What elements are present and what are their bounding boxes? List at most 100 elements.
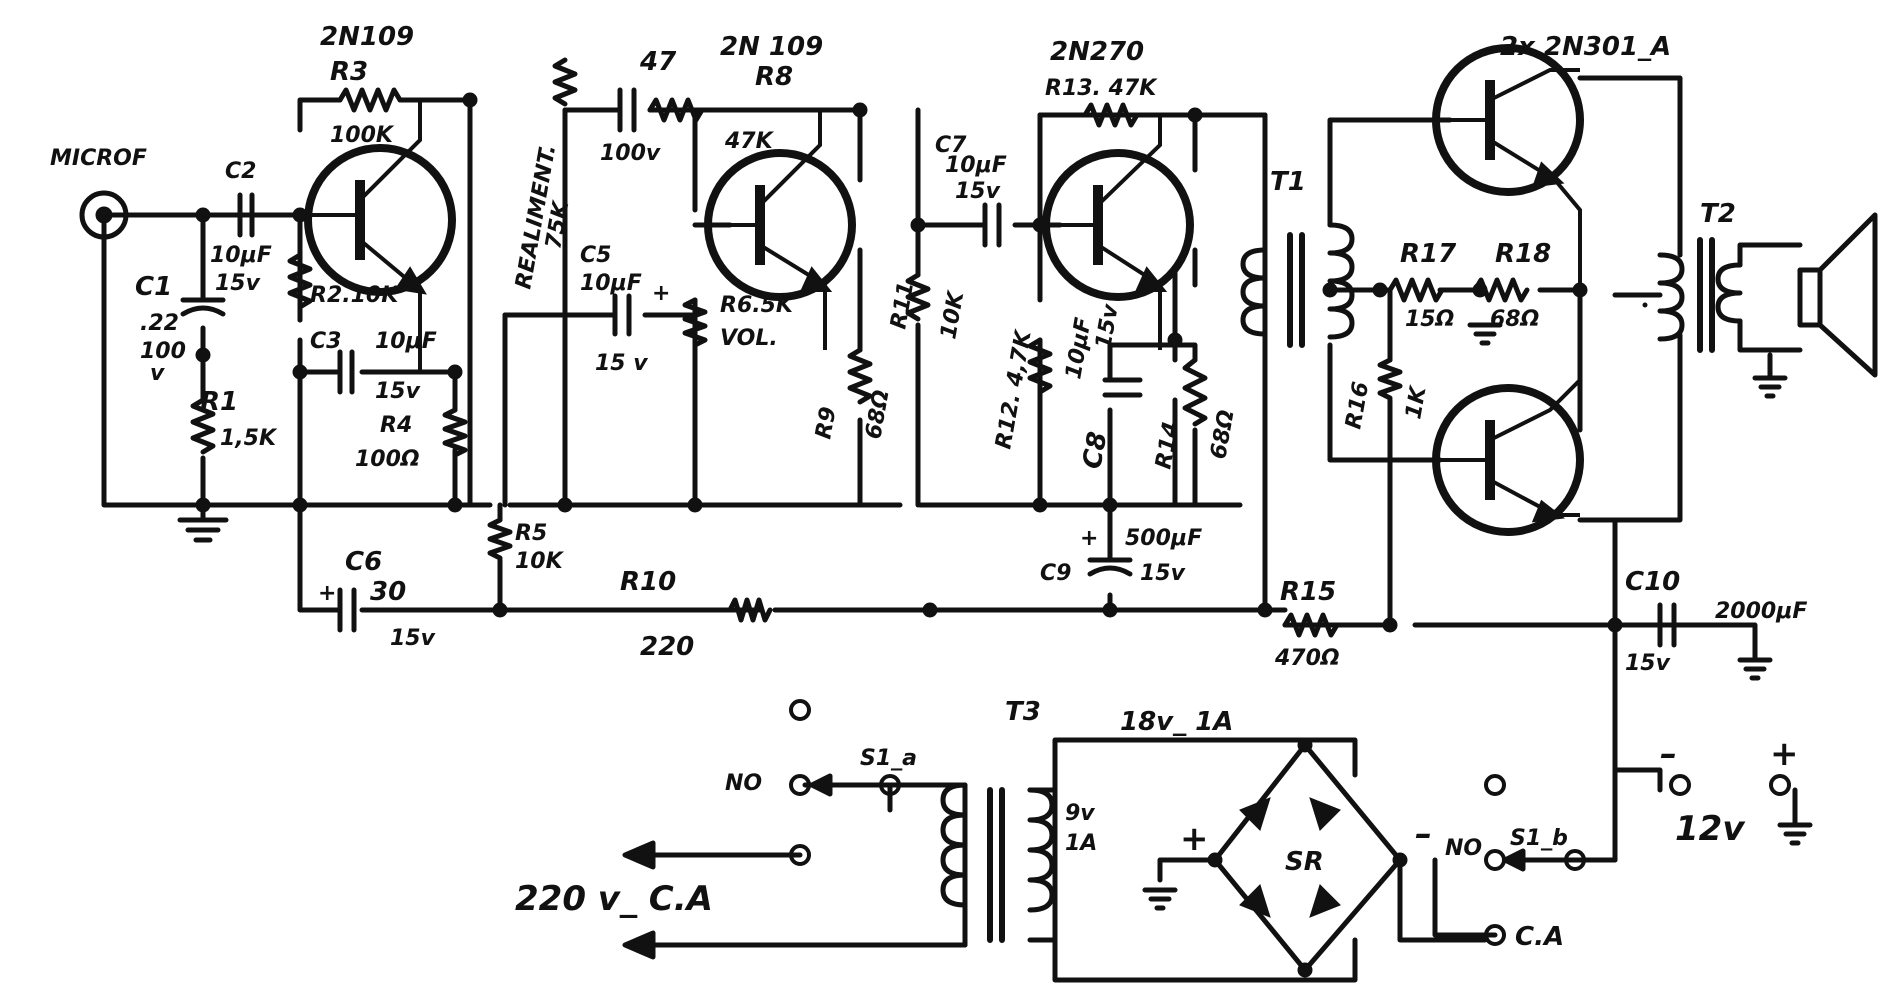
- r11-name: R11: [886, 280, 919, 331]
- switch-s1b: [1432, 848, 1578, 938]
- r18-value: 68Ω: [1490, 307, 1539, 332]
- c1-voltage: 100: [140, 339, 186, 364]
- r16-value: 1K: [1401, 383, 1432, 421]
- transistor-q1: [300, 100, 456, 372]
- battery-minus: –: [1660, 734, 1677, 774]
- r9-name: R9: [811, 405, 841, 441]
- c7-name: C7: [935, 133, 967, 158]
- bridge-name: SR: [1285, 847, 1324, 877]
- t3-winding-a: 1A: [1065, 831, 1097, 856]
- c1-value: .22: [140, 311, 179, 336]
- c2-value: 10μF: [210, 243, 272, 268]
- r15-name: R15: [1280, 577, 1336, 607]
- transistor-q3: [1042, 115, 1194, 350]
- s1a-no: NO: [725, 771, 762, 796]
- c10-voltage: 15v: [1625, 651, 1671, 676]
- terminals: [789, 699, 1791, 946]
- t1-name: T1: [1270, 167, 1306, 197]
- t2-name: T2: [1700, 199, 1736, 229]
- junction-dots: [195, 92, 1623, 633]
- c8-name: C8: [1077, 429, 1113, 471]
- c5-value: 10μF: [580, 271, 642, 296]
- transistor-q4-lower: [1432, 290, 1584, 536]
- q1-label: 2N109: [320, 22, 414, 52]
- q4-label: 2x 2N301_A: [1500, 32, 1671, 62]
- c6-polarity: +: [318, 581, 336, 606]
- q3-label: 2N270: [1050, 37, 1144, 67]
- labels: 2N109 2N 109 2N270 2x 2N301_A MICROF C2 …: [50, 22, 1807, 952]
- transformer-t3: [940, 782, 1058, 943]
- r6-sub: VOL.: [720, 326, 778, 351]
- mains-arrows: [622, 840, 968, 960]
- ground-symbols: [177, 322, 1813, 911]
- battery-voltage: 12v: [1675, 809, 1746, 849]
- s1b-name: S1_b: [1510, 826, 1568, 851]
- r1-name: R1: [200, 387, 238, 417]
- c10-value: 2000μF: [1715, 599, 1807, 624]
- r18-name: R18: [1495, 239, 1551, 269]
- s1a-name: S1_a: [860, 746, 917, 771]
- cap47-value: 47: [639, 47, 677, 77]
- mic-jack-icon: [79, 190, 129, 240]
- bridge-plus: +: [1180, 819, 1209, 859]
- r14-value: 68Ω: [1206, 408, 1239, 461]
- r13-label: R13. 47K: [1045, 76, 1158, 101]
- c7-value: 10μF: [945, 153, 1007, 178]
- r17-value: 15Ω: [1405, 307, 1454, 332]
- c9-value: 500μF: [1125, 526, 1202, 551]
- r11-value: 10K: [936, 288, 969, 341]
- transformer-t2: [1657, 237, 1793, 353]
- battery-plus: +: [1770, 734, 1799, 774]
- r3-name: R3: [330, 57, 368, 87]
- c2-voltage: 15v: [215, 271, 261, 296]
- c6-name: C6: [345, 547, 382, 577]
- s1b-no: NO: [1445, 836, 1482, 861]
- c2-name: C2: [225, 159, 256, 184]
- r15-value: 470Ω: [1274, 646, 1340, 671]
- t3-secondary: 18v_ 1A: [1120, 707, 1233, 737]
- t3-name: T3: [1005, 697, 1041, 727]
- c3-name: C3: [310, 329, 341, 354]
- r4-name: R4: [380, 413, 412, 438]
- r3-value: 100K: [330, 123, 395, 148]
- bridge-minus: –: [1415, 814, 1432, 854]
- c3-voltage: 15v: [375, 379, 421, 404]
- r10-name: R10: [620, 567, 676, 597]
- r4-value: 100Ω: [355, 447, 420, 472]
- transformer-t1: [1240, 222, 1355, 348]
- r6-label: R6.5K: [720, 293, 795, 318]
- r12-label: R12. 4,7K: [991, 327, 1037, 451]
- cap47-voltage: 100v: [600, 141, 661, 166]
- c3-value: 10μF: [375, 329, 437, 354]
- r8-name: R8: [755, 62, 793, 92]
- r1-value: 1,5K: [220, 426, 278, 451]
- c5-voltage: 15 v: [595, 351, 648, 376]
- q2-label: 2N 109: [720, 32, 823, 62]
- bridge-rectifier: [1157, 737, 1408, 978]
- c9-name: C9: [1040, 561, 1071, 586]
- r17-name: R17: [1400, 239, 1457, 269]
- ca-label: C.A: [1515, 922, 1564, 952]
- c6-voltage: 15v: [390, 626, 436, 651]
- r5-name: R5: [515, 521, 547, 546]
- speaker-icon: [1767, 212, 1878, 381]
- capacitors: [180, 87, 1677, 648]
- resistors: [190, 57, 1530, 638]
- mains-label: 220 v_ C.A: [515, 879, 713, 919]
- transistor-q4-upper: [1432, 44, 1584, 290]
- c8-value: 10μF: [1061, 316, 1096, 381]
- r2-label: R2.10K: [310, 283, 400, 308]
- c9-polarity: +: [1080, 526, 1098, 551]
- c6-value: 30: [370, 577, 406, 607]
- c10-name: C10: [1625, 567, 1680, 597]
- r8-value: 47K: [724, 129, 775, 154]
- c9-voltage: 15v: [1140, 561, 1186, 586]
- r14-name: R14: [1151, 420, 1184, 471]
- microf-label: MICROF: [50, 146, 147, 171]
- r10-value: 220: [640, 632, 694, 662]
- r16-name: R16: [1341, 380, 1374, 431]
- t3-winding-v: 9v: [1065, 801, 1095, 826]
- c5-polarity: +: [652, 281, 670, 306]
- c1-name: C1: [135, 272, 172, 302]
